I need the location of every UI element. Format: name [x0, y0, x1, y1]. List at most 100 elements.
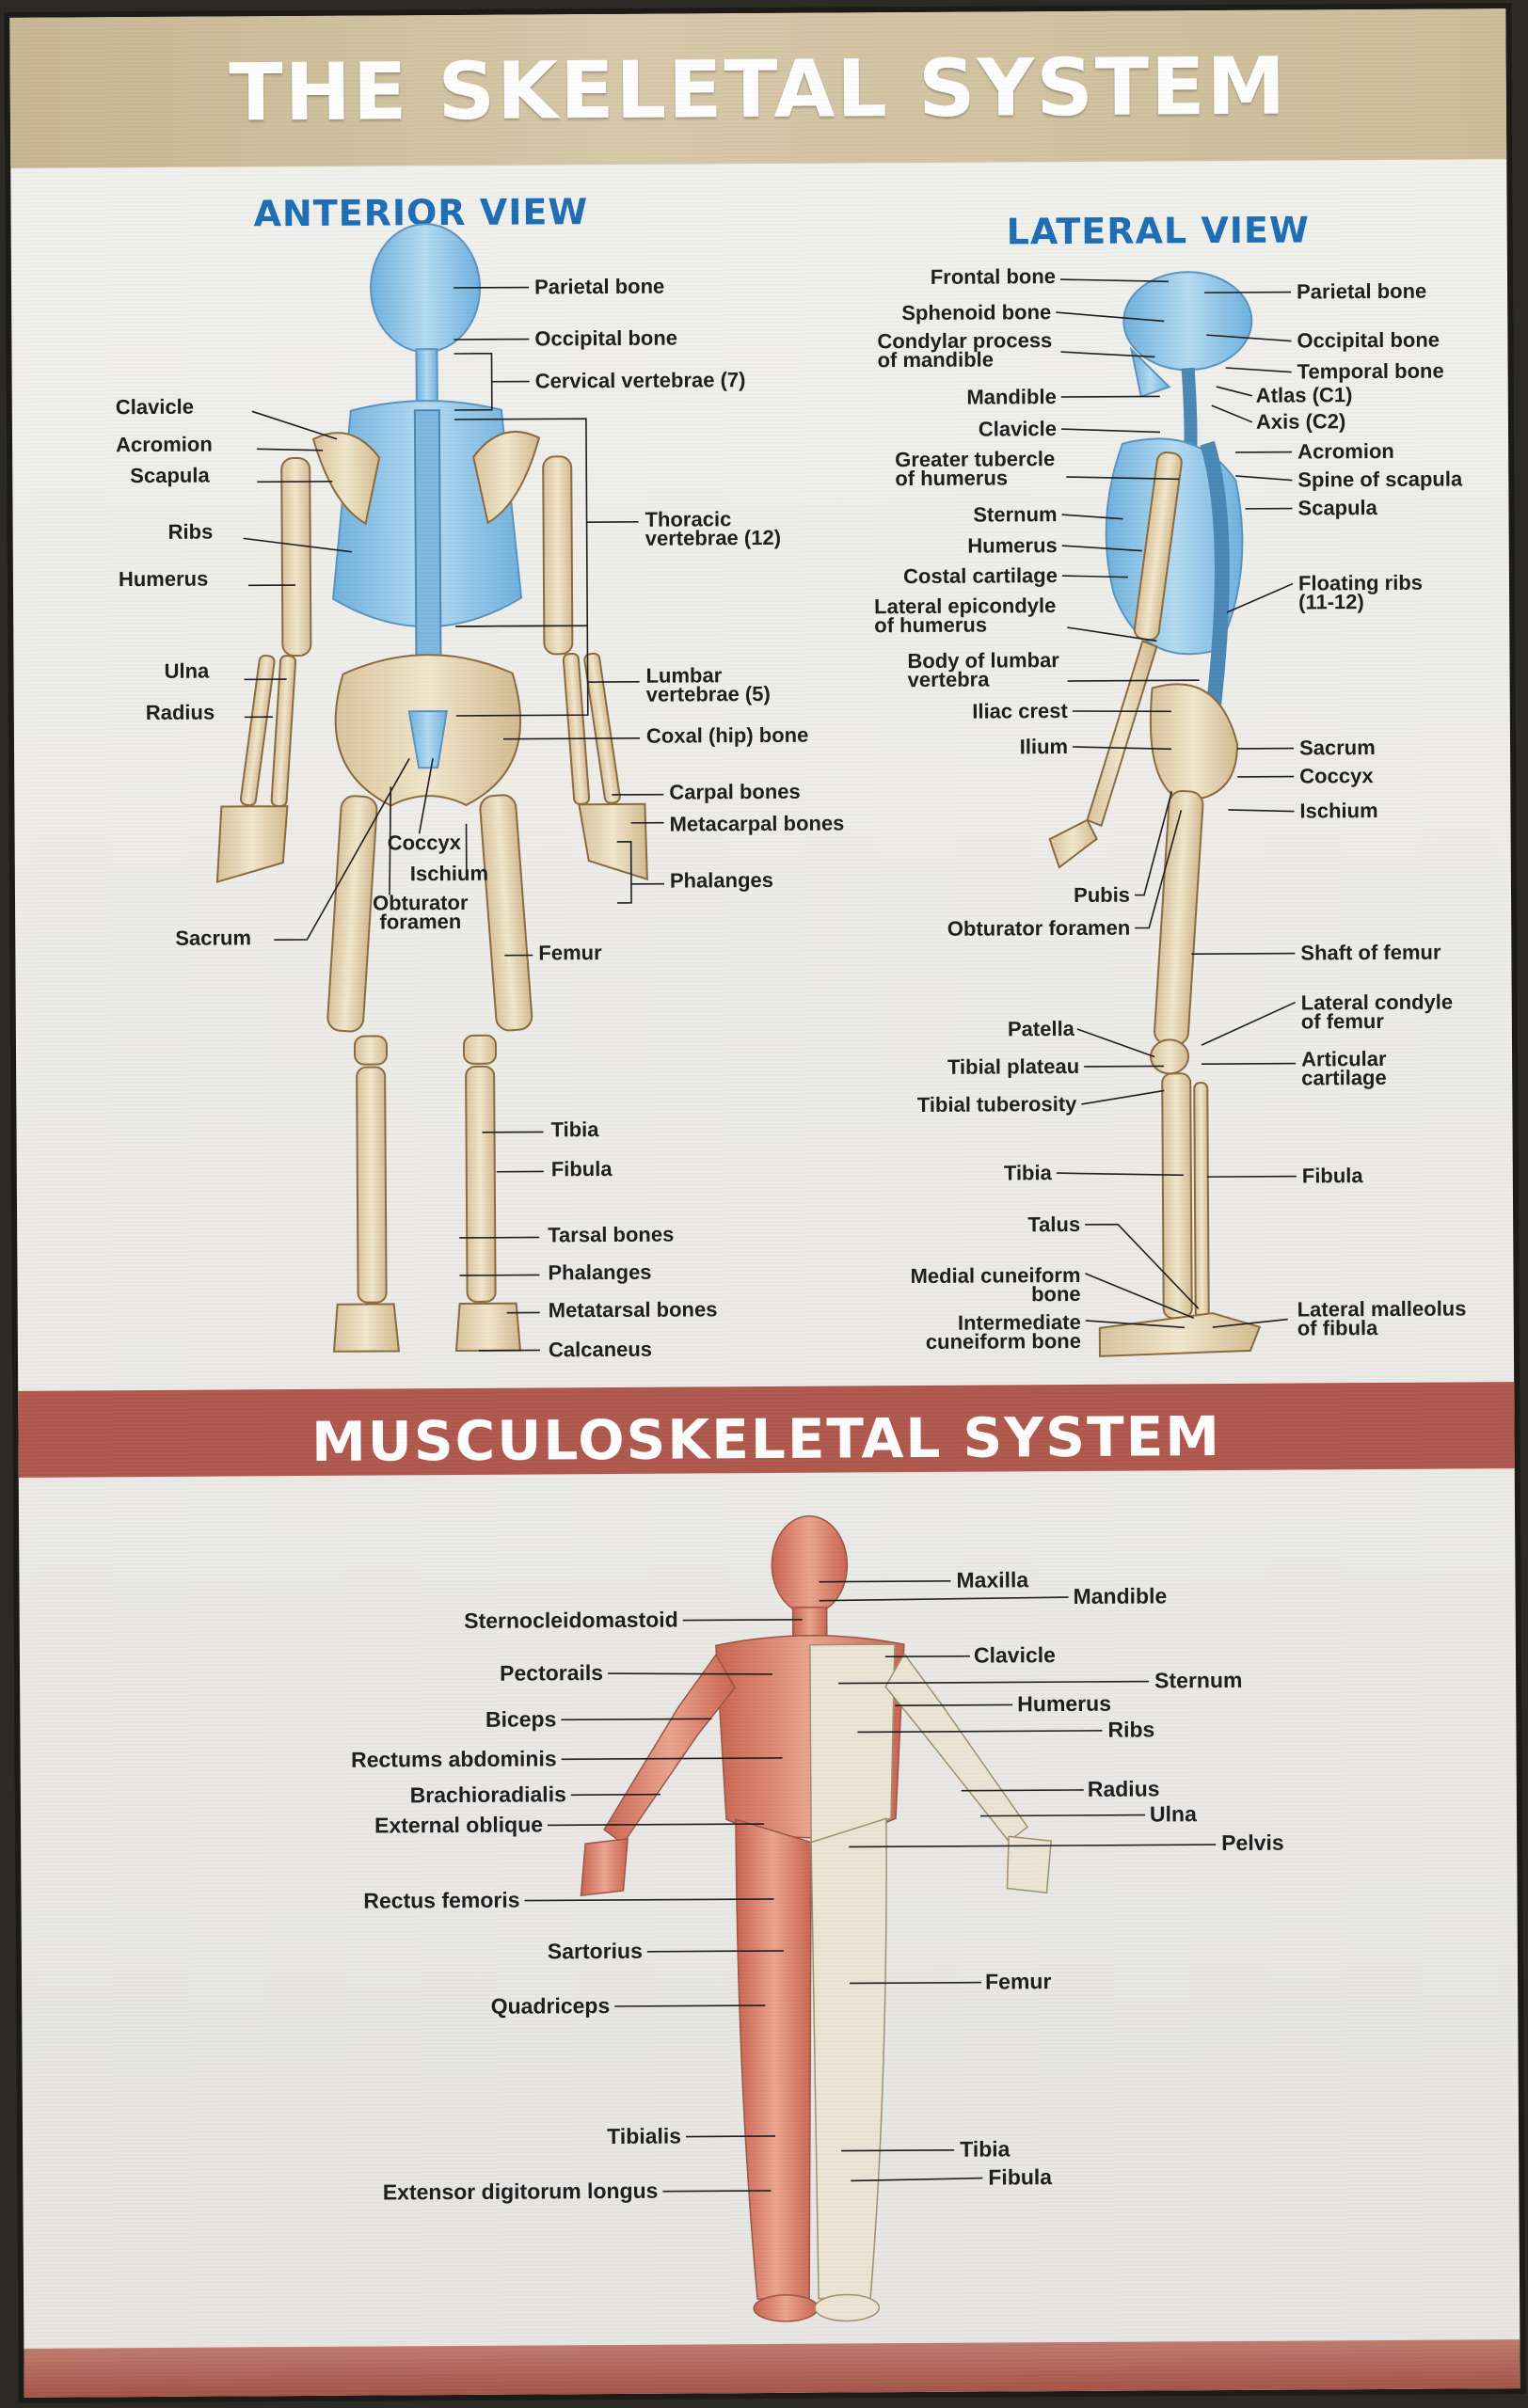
ms-label-maxilla: Maxilla — [956, 1567, 1029, 1592]
anterior-label-obturator: Obturator foramen — [372, 890, 469, 934]
ms-label-rectus-femoris: Rectus femoris — [363, 1887, 520, 1913]
lateral-label-mandible: Mandible — [966, 385, 1057, 409]
lateral-label-ilium: Ilium — [1019, 735, 1069, 759]
anterior-tibia-left — [356, 1066, 388, 1304]
lateral-label-iliac-crest: Iliac crest — [972, 699, 1068, 723]
lateral-label-occipital: Occipital bone — [1297, 327, 1440, 353]
ms-label-quadriceps: Quadriceps — [490, 1993, 611, 2019]
anterior-label-metatarsal: Metatarsal bones — [548, 1297, 718, 1323]
ms-arm-left — [603, 1653, 737, 1845]
musculoskeletal-figure — [580, 1514, 1052, 2322]
ms-label-ulna: Ulna — [1149, 1801, 1197, 1827]
lateral-label-medial-cuneiform: Medial cuneiform bone — [910, 1262, 1081, 1307]
ms-label-ribs: Ribs — [1107, 1717, 1155, 1742]
ms-leg-right — [810, 1817, 887, 2300]
lateral-label-frontal: Frontal bone — [930, 264, 1057, 289]
ms-label-biceps: Biceps — [485, 1706, 557, 1732]
lateral-label-temporal: Temporal bone — [1297, 358, 1444, 384]
lateral-tibia — [1161, 1072, 1193, 1320]
anatomy-poster: THE SKELETAL SYSTEM ANTERIOR VIEW LATERA… — [9, 8, 1520, 2398]
anterior-tibia-right — [465, 1065, 497, 1303]
lateral-label-parietal: Parietal bone — [1297, 278, 1427, 304]
anterior-label-occipital: Occipital bone — [534, 325, 678, 351]
lateral-label-clavicle: Clavicle — [978, 417, 1058, 441]
ms-label-femur: Femur — [984, 1969, 1052, 1994]
anterior-label-coccyx: Coccyx — [387, 830, 462, 855]
lateral-label-pubis: Pubis — [1074, 882, 1131, 907]
lateral-label-condylar: Condylar process of mandible — [877, 328, 1053, 372]
lateral-label-costal: Costal cartilage — [903, 563, 1058, 589]
ms-label-sternocleidomastoid: Sternocleidomastoid — [464, 1607, 678, 1633]
lateral-label-shaft-femur: Shaft of femur — [1300, 940, 1441, 965]
lateral-skull — [1122, 271, 1253, 372]
ms-label-pectorails: Pectorails — [500, 1660, 604, 1686]
lateral-label-acromion: Acromion — [1297, 438, 1394, 464]
lateral-mandible — [1129, 346, 1171, 398]
lateral-patella — [1150, 1038, 1190, 1075]
anterior-scapula-right — [472, 430, 541, 525]
anterior-femur-left — [326, 795, 378, 1033]
lateral-label-sphenoid: Sphenoid bone — [901, 300, 1052, 325]
lateral-label-scapula: Scapula — [1297, 496, 1377, 520]
anterior-label-phalanges-hand: Phalanges — [669, 867, 774, 893]
anterior-label-scapula: Scapula — [130, 463, 210, 488]
lateral-foot — [1098, 1312, 1262, 1357]
ms-label-tibialis: Tibialis — [607, 2123, 682, 2149]
lateral-fibula — [1193, 1082, 1210, 1320]
anterior-femur-right — [479, 794, 533, 1032]
lateral-label-sacrum: Sacrum — [1298, 736, 1376, 760]
ms-foot-right — [814, 2293, 880, 2322]
lateral-label-patella: Patella — [1007, 1016, 1074, 1041]
ms-label-clavicle: Clavicle — [973, 1642, 1056, 1668]
lateral-label-talus: Talus — [1027, 1212, 1081, 1237]
lateral-label-lateral-condyle: Lateral condyle of femur — [1300, 990, 1454, 1034]
lateral-label-lateral-epicondyle: Lateral epicondyle of humerus — [874, 594, 1057, 638]
anterior-label-tibia: Tibia — [550, 1117, 599, 1142]
lateral-label-ischium: Ischium — [1299, 799, 1378, 823]
anterior-label-acromion: Acromion — [115, 432, 213, 457]
lateral-forearm — [1086, 640, 1158, 828]
ms-label-tibia: Tibia — [960, 2136, 1011, 2162]
anterior-humerus-left — [280, 457, 312, 657]
lateral-label-body-lumbar: Body of lumbar vertebra — [907, 648, 1059, 692]
lateral-label-coccyx: Coccyx — [1299, 764, 1374, 788]
ms-head — [771, 1514, 849, 1615]
anterior-foot-left — [332, 1303, 401, 1353]
anterior-label-sacrum: Sacrum — [175, 926, 252, 950]
lateral-label-obturator: Obturator foramen — [947, 915, 1131, 941]
anterior-scapula-left — [311, 432, 381, 526]
lateral-label-tibial-tuberosity: Tibial tuberosity — [916, 1091, 1077, 1117]
ms-label-humerus: Humerus — [1017, 1690, 1112, 1717]
ms-label-pelvis: Pelvis — [1221, 1830, 1284, 1856]
anterior-humerus-right — [542, 455, 574, 656]
ms-foot-left — [753, 2294, 819, 2322]
anterior-hand-right — [578, 802, 648, 881]
ms-label-rectums-abdominis: Rectums abdominis — [350, 1746, 557, 1772]
ms-hand-right — [1006, 1835, 1052, 1894]
lateral-label-intermediate-cuneiform: Intermediate cuneiform bone — [925, 1309, 1081, 1354]
ms-label-brachioradialis: Brachioradialis — [409, 1782, 566, 1808]
ms-label-fibula: Fibula — [988, 2164, 1053, 2190]
lateral-pelvis — [1149, 683, 1239, 802]
anterior-label-carpal: Carpal bones — [669, 779, 801, 804]
anterior-label-lumbar: Lumbar vertebrae (5) — [645, 663, 771, 706]
ms-arm-right — [884, 1652, 1029, 1843]
lateral-label-greater-tubercle: Greater tubercle of humerus — [895, 447, 1056, 491]
anterior-skeleton — [215, 223, 648, 1353]
anterior-foot-right — [454, 1302, 522, 1353]
lateral-hand — [1048, 818, 1098, 869]
anterior-label-humerus: Humerus — [118, 566, 209, 592]
anterior-label-radius: Radius — [145, 700, 215, 725]
lateral-label-fibula: Fibula — [1301, 1164, 1363, 1188]
anterior-label-clavicle: Clavicle — [115, 394, 195, 420]
anterior-label-parietal: Parietal bone — [533, 274, 665, 299]
anterior-label-ulna: Ulna — [164, 658, 210, 683]
anterior-label-cervical: Cervical vertebrae (7) — [534, 368, 746, 393]
anterior-label-calcaneus: Calcaneus — [548, 1337, 653, 1362]
ms-label-extensor: Extensor digitorum longus — [382, 2178, 659, 2205]
lateral-label-floating-ribs: Floating ribs (11-12) — [1297, 570, 1424, 614]
anterior-label-ribs: Ribs — [167, 519, 214, 544]
ms-label-sartorius: Sartorius — [547, 1938, 643, 1964]
anterior-label-fibula: Fibula — [550, 1156, 613, 1181]
lateral-label-lateral-malleolus: Lateral malleolus of fibula — [1297, 1296, 1467, 1340]
